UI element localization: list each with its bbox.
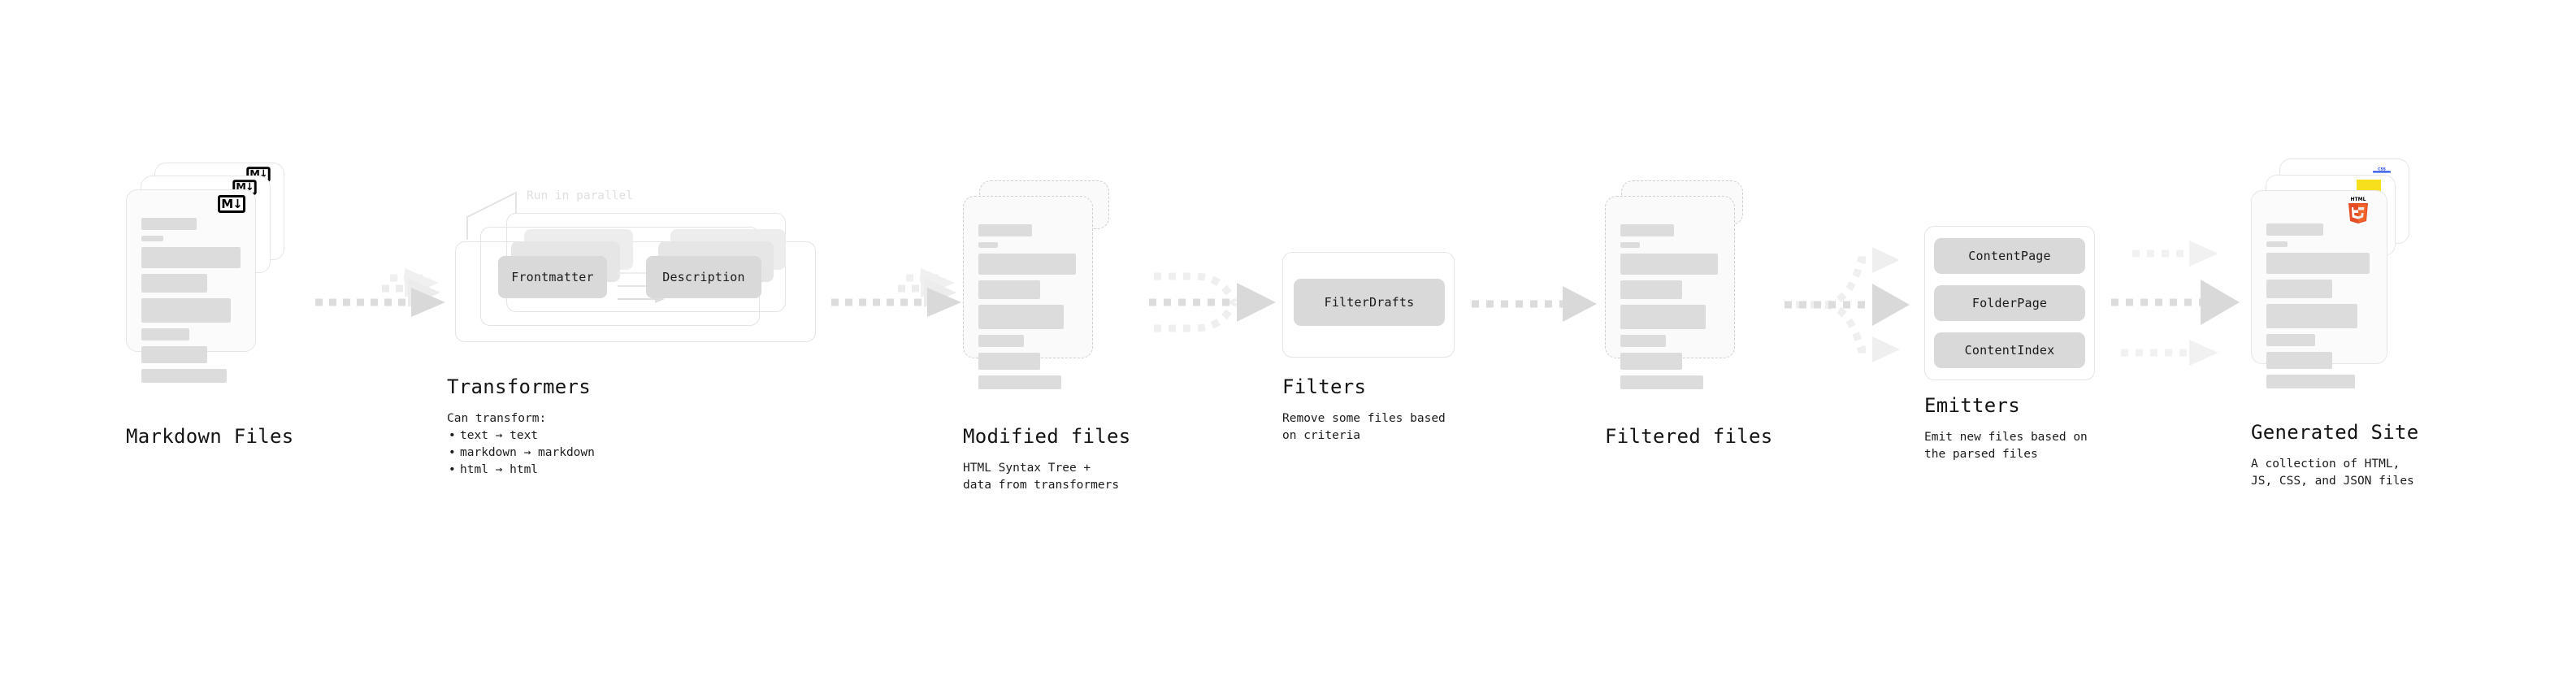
transformers-bullet-1: markdown → markdown <box>449 445 595 462</box>
transformers-description: Can transform: text → text markdown → ma… <box>447 410 595 479</box>
modified-file-front <box>963 196 1093 389</box>
modified-file-content-lines <box>978 224 1078 395</box>
generated-file-content-lines <box>2266 223 2372 394</box>
html5-badge: HTML <box>2348 197 2368 223</box>
connector-filtered-to-emitters <box>1785 247 1910 362</box>
transformers-bullet-2: html → html <box>449 462 595 479</box>
css3-badge: CSS <box>2373 167 2391 173</box>
generated-site-stack: CSS HTML <box>2251 158 2438 388</box>
connector-transformers-to-modified <box>831 268 961 317</box>
filters-description: Remove some files based on criteria <box>1282 412 1446 443</box>
generated-site-description: A collection of HTML, JS, CSS, and JSON … <box>2251 458 2414 488</box>
filtered-file-front <box>1605 196 1735 389</box>
modified-files-description: HTML Syntax Tree + data from transformer… <box>963 462 1120 492</box>
contentpage-chip[interactable]: ContentPage <box>1934 238 2085 274</box>
connector-modified-to-filters <box>1149 272 1276 332</box>
description-chip[interactable]: Description <box>646 256 761 298</box>
emitters-title: Emitters <box>1924 394 2020 417</box>
emitters-description: Emit new files based on the parsed files <box>1924 431 2088 462</box>
markdown-files-stack: M↓ M↓ M↓ <box>126 163 301 383</box>
frontmatter-chip[interactable]: Frontmatter <box>498 256 607 298</box>
markdown-file-content-lines <box>141 218 241 388</box>
markdown-file-front <box>126 189 256 383</box>
svg-text:HTML: HTML <box>2351 197 2366 202</box>
js-badge <box>2357 180 2381 193</box>
run-in-parallel-bracket <box>466 191 517 240</box>
filterdrafts-chip[interactable]: FilterDrafts <box>1294 279 1445 326</box>
transformers-box-front <box>455 241 816 342</box>
transformers-lead-text: Can transform: <box>447 412 547 425</box>
contentindex-chip[interactable]: ContentIndex <box>1934 332 2085 368</box>
transformers-title: Transformers <box>447 375 591 398</box>
run-in-parallel-label: Run in parallel <box>527 189 633 202</box>
connector-emitters-to-site <box>2111 241 2240 366</box>
filters-title: Filters <box>1282 375 1367 398</box>
markdown-badge-front: M↓ <box>218 195 245 213</box>
connector-markdown-to-transformers <box>315 268 445 317</box>
filtered-files-title: Filtered files <box>1605 425 1773 448</box>
modified-files-title: Modified files <box>963 425 1131 448</box>
filtered-file-content-lines <box>1620 224 1720 395</box>
markdown-files-title: Markdown Files <box>126 425 294 448</box>
generated-site-title: Generated Site <box>2251 421 2419 444</box>
filtered-files-stack <box>1605 180 1784 389</box>
transformers-bullet-0: text → text <box>449 427 595 445</box>
connector-filters-to-filtered <box>1472 286 1597 322</box>
transformers-bullet-list: text → text markdown → markdown html → h… <box>447 427 595 479</box>
modified-files-stack <box>963 180 1142 389</box>
svg-text:CSS: CSS <box>2378 167 2386 171</box>
transformers-group: Run in parallel Frontmatter Description <box>443 189 825 342</box>
folderpage-chip[interactable]: FolderPage <box>1934 285 2085 321</box>
